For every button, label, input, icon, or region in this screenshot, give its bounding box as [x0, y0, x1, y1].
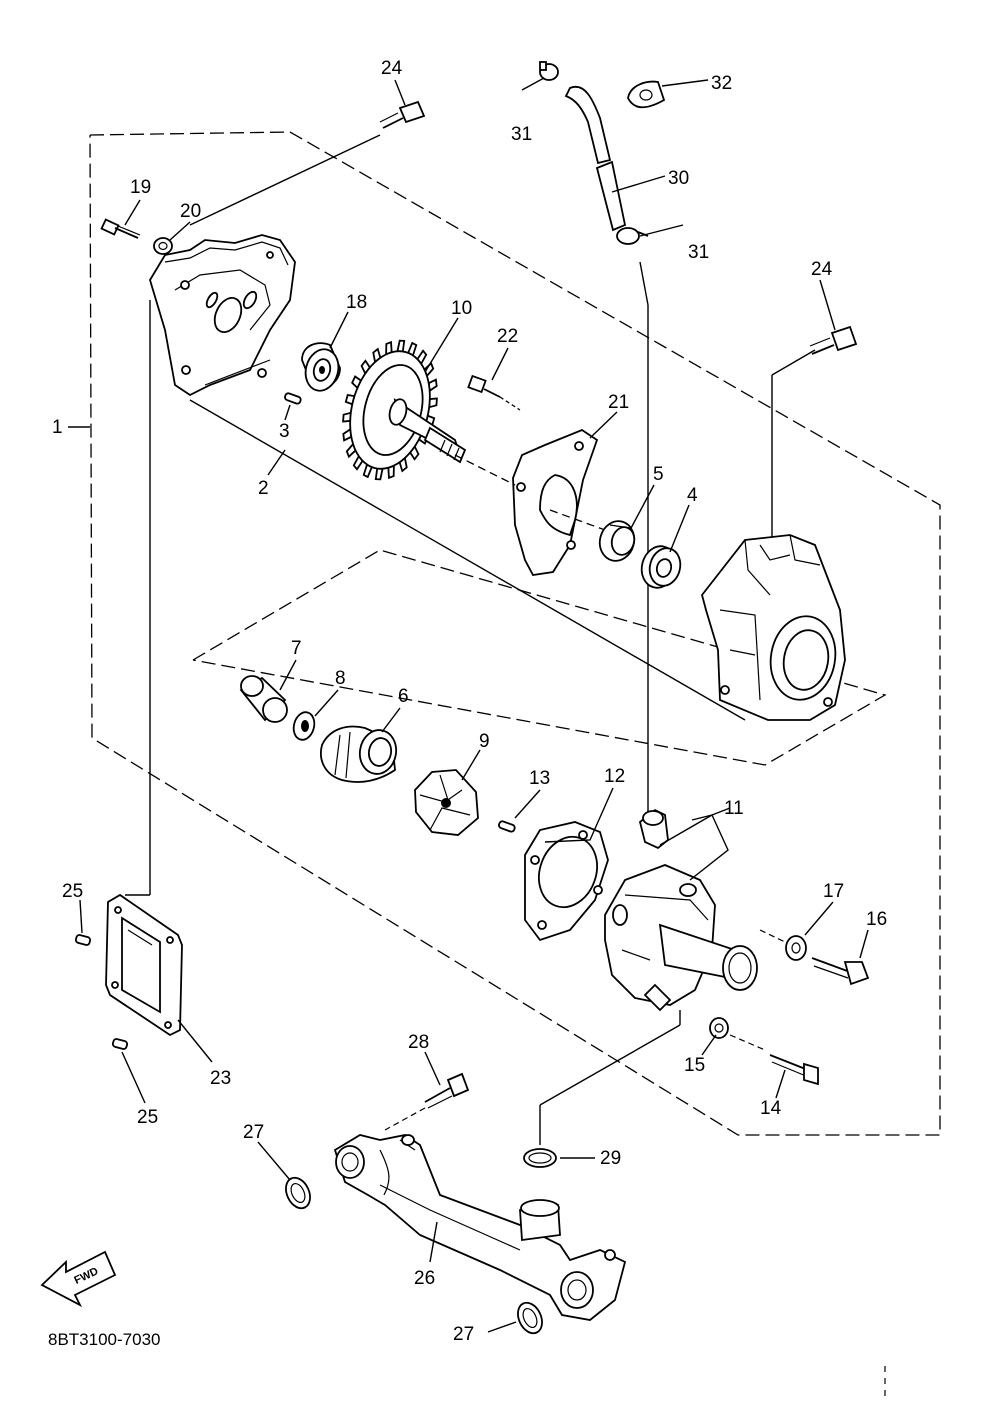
- callout-18: 18: [346, 292, 367, 313]
- callout-32: 32: [711, 73, 732, 94]
- callout-labels: 24 19 20 18 10 22 21 3 2 1 5 4 31 32 30 …: [52, 58, 887, 1345]
- bolt-22: [467, 374, 521, 411]
- washer-8: [292, 711, 316, 741]
- callout-30: 30: [668, 168, 689, 189]
- callout-16: 16: [866, 909, 887, 930]
- fwd-arrow-icon: FWD: [40, 1250, 117, 1308]
- callout-11: 11: [724, 798, 744, 819]
- o-ring-27-upper: [285, 1176, 311, 1210]
- bolt-28: [384, 1072, 470, 1131]
- assembly-boundary: [89, 131, 941, 1136]
- callout-14: 14: [760, 1098, 782, 1119]
- water-pipe-26: [333, 1134, 627, 1321]
- callout-19: 19: [130, 177, 151, 198]
- bolt-24-upper: [379, 100, 426, 129]
- bearing-4: [640, 545, 682, 589]
- callout-21: 21: [608, 392, 629, 413]
- gear-tooth: [374, 467, 384, 481]
- mechanical-seal-6: [320, 725, 398, 783]
- hose-clamp-31-top: [539, 61, 559, 81]
- callout-6: 6: [398, 686, 409, 707]
- bolt-16: [759, 929, 870, 986]
- callout-3: 3: [279, 421, 290, 442]
- callout-13: 13: [529, 768, 550, 789]
- gear-tooth: [396, 339, 406, 353]
- dowel-pin-3: [284, 392, 302, 405]
- callout-31-top: 31: [511, 124, 532, 145]
- pin-25-upper: [74, 934, 92, 946]
- callout-23: 23: [210, 1068, 231, 1089]
- bolt-24-right: [809, 325, 858, 355]
- pump-housing: [701, 534, 846, 721]
- washer-15: [709, 1017, 729, 1039]
- callout-25-upper: 25: [62, 881, 83, 902]
- washer-17: [785, 935, 807, 961]
- callout-2: 2: [258, 478, 269, 499]
- callout-27-lower: 27: [453, 1324, 474, 1345]
- callout-9: 9: [479, 731, 490, 752]
- collar-7: [239, 675, 288, 723]
- bolt-19: [100, 218, 141, 239]
- callout-7: 7: [291, 638, 302, 659]
- impeller-subgroup-boundary: [192, 549, 887, 766]
- callout-4: 4: [687, 485, 698, 506]
- hose-clamp-31-lower: [616, 227, 649, 245]
- callout-24-right: 24: [811, 259, 833, 280]
- pump-cover-2: [149, 234, 296, 397]
- plate-21: [512, 428, 599, 576]
- gasket-plate-23: [105, 893, 183, 1037]
- callout-31-lower: 31: [688, 242, 709, 263]
- callout-24-upper: 24: [381, 58, 403, 79]
- clamp-32: [627, 80, 666, 109]
- callout-5: 5: [653, 464, 664, 485]
- hose-30: [564, 85, 627, 232]
- callout-26: 26: [414, 1268, 435, 1289]
- callout-1: 1: [52, 417, 63, 438]
- callout-28: 28: [408, 1032, 429, 1053]
- callout-29: 29: [600, 1148, 621, 1169]
- callout-8: 8: [335, 668, 346, 689]
- callout-17: 17: [823, 881, 844, 902]
- impeller-9: [414, 769, 479, 836]
- o-ring-27-lower: [517, 1301, 543, 1335]
- callout-27-upper: 27: [243, 1122, 264, 1143]
- callout-10: 10: [451, 298, 472, 319]
- oil-seal-5: [598, 520, 636, 562]
- bearing-18: [301, 342, 341, 392]
- pin-13: [498, 820, 516, 833]
- impeller-shaft-gear-10: [342, 339, 467, 481]
- o-ring-29: [523, 1148, 557, 1168]
- gasket-12: [524, 821, 609, 942]
- bolt-14: [729, 1034, 819, 1086]
- diagram-code: 8BT3100-7030: [48, 1330, 160, 1349]
- washer-20: [153, 237, 173, 255]
- leader-lines: [68, 77, 869, 1333]
- callout-20: 20: [180, 201, 201, 222]
- callout-15: 15: [684, 1055, 705, 1076]
- callout-22: 22: [497, 326, 518, 347]
- callout-12: 12: [604, 766, 625, 787]
- pin-25-lower: [111, 1038, 129, 1050]
- callout-25-lower: 25: [137, 1107, 158, 1128]
- pump-housing-11: [604, 808, 758, 1012]
